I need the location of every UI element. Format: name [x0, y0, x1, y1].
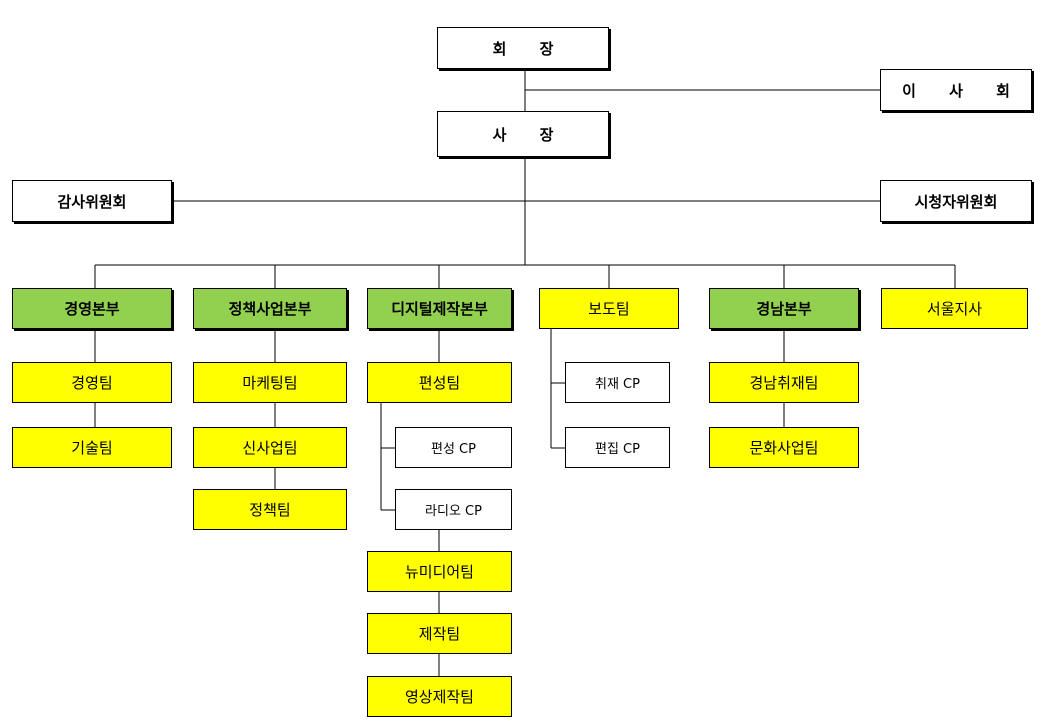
viewers-committee-box: 시청자위원회 [880, 180, 1032, 222]
team-new-business: 신사업팀 [193, 427, 347, 468]
team-marketing: 마케팅팀 [193, 362, 347, 403]
cp-reporting: 취재 CP [565, 362, 670, 403]
team-gyeongnam-reporting: 경남취재팀 [709, 362, 859, 403]
cp-programming: 편성 CP [395, 427, 512, 468]
division-news: 보도팀 [539, 288, 679, 329]
team-production: 제작팀 [367, 613, 512, 654]
team-programming: 편성팀 [367, 362, 512, 403]
board-box: 이 사 회 [880, 69, 1032, 111]
cp-radio: 라디오 CP [395, 489, 512, 530]
president-box: 사 장 [437, 111, 609, 157]
division-management: 경영본부 [12, 288, 172, 329]
chairman-box: 회 장 [437, 27, 609, 69]
division-seoul: 서울지사 [881, 288, 1028, 329]
audit-committee-box: 감사위원회 [12, 180, 172, 222]
division-digital: 디지털제작본부 [367, 288, 512, 329]
division-policy: 정책사업본부 [193, 288, 347, 329]
team-culture-business: 문화사업팀 [709, 427, 859, 468]
team-policy: 정책팀 [193, 489, 347, 530]
team-management: 경영팀 [12, 362, 172, 403]
cp-editing: 편집 CP [565, 427, 670, 468]
team-video-production: 영상제작팀 [367, 676, 512, 717]
division-gyeongnam: 경남본부 [709, 288, 859, 329]
team-technology: 기술팀 [12, 427, 172, 468]
team-new-media: 뉴미디어팀 [367, 551, 512, 592]
